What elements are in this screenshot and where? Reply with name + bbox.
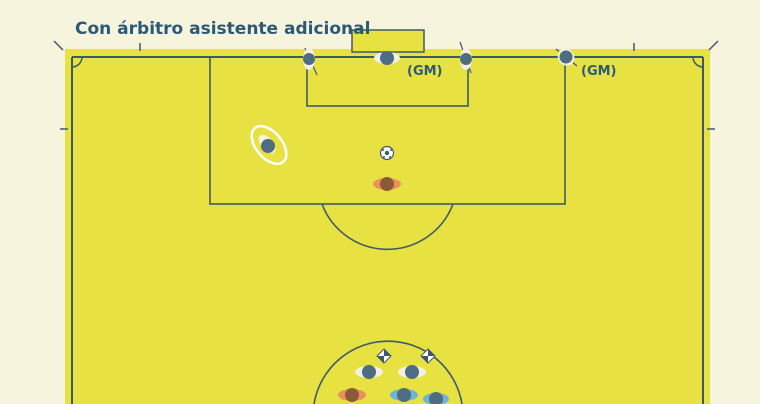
center-circle	[313, 340, 463, 404]
gm-label: (GM)	[407, 64, 443, 79]
assistant-referee-icon	[459, 41, 472, 74]
tick-mark	[53, 40, 64, 51]
referee-icon	[398, 365, 426, 379]
assistant-referee-icon	[555, 48, 578, 67]
tick-mark	[708, 40, 719, 51]
highlighted-referee-icon	[250, 124, 288, 166]
player-icon	[338, 388, 366, 402]
referee-icon	[355, 365, 383, 379]
diagram-title: Con árbitro asistente adicional	[75, 19, 371, 39]
ball-icon	[379, 145, 395, 161]
gm-label: (GM)	[581, 64, 617, 79]
corner-arc-left	[71, 56, 83, 68]
player-icon	[373, 177, 401, 191]
flag-icon	[376, 348, 392, 364]
flag-icon	[420, 348, 436, 364]
player-icon	[390, 388, 418, 402]
corner-arc-right	[692, 56, 704, 68]
pitch	[65, 49, 710, 404]
penalty-arc	[321, 203, 454, 251]
assistant-referee-icon	[303, 47, 318, 76]
referee-icon	[374, 51, 400, 65]
player-icon	[423, 392, 449, 404]
